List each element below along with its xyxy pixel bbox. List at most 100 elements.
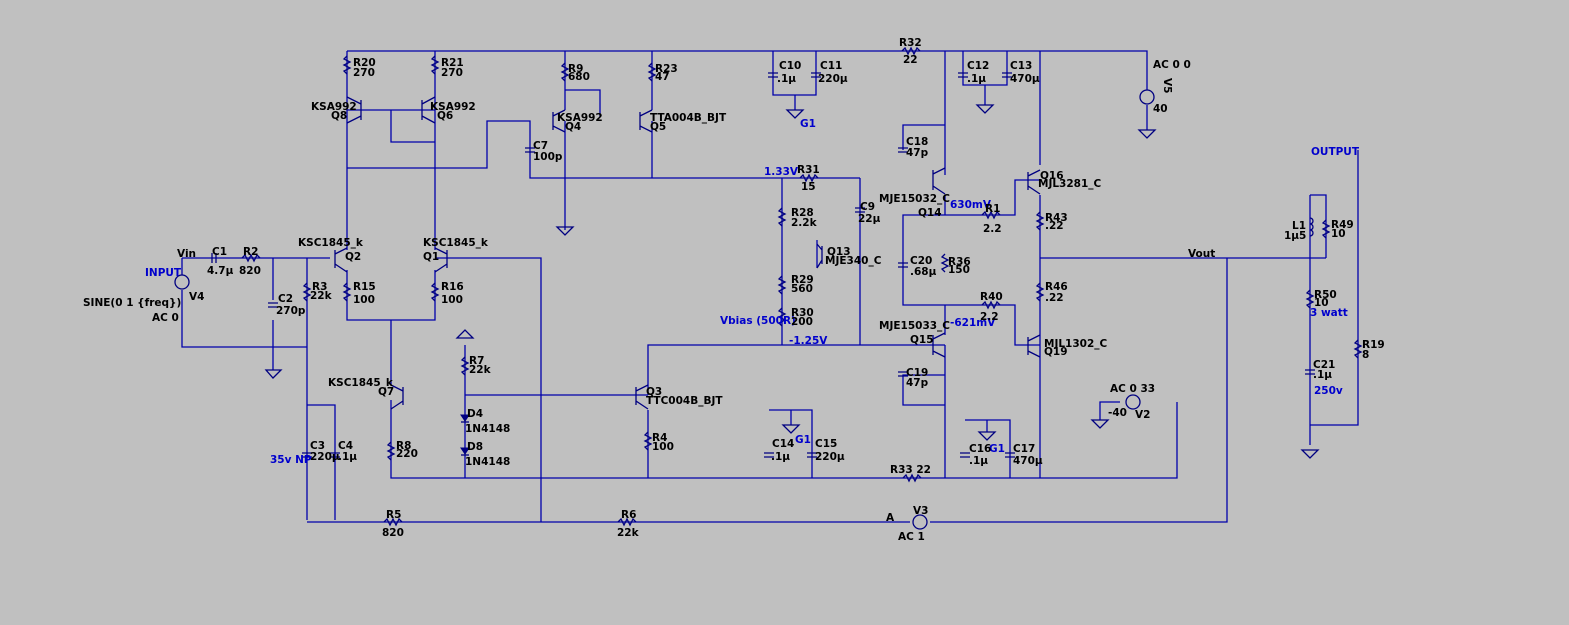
r7-label: R7 xyxy=(469,355,484,367)
resistor-icon xyxy=(342,55,352,75)
resistor-icon xyxy=(902,473,922,483)
r29-value: 560 xyxy=(791,283,813,295)
net-label-a: A xyxy=(886,512,895,524)
r20-label: R20 xyxy=(353,57,376,69)
voltage-readout-1-33v: 1.33V xyxy=(764,166,799,178)
r5-label: R5 xyxy=(386,509,401,521)
source-symbols xyxy=(174,89,1155,530)
resistor-icon xyxy=(1353,339,1363,359)
net-label-vbias: Vbias (500R) xyxy=(720,315,796,327)
net-label-output: OUTPUT xyxy=(1311,146,1360,158)
r31-label: R31 xyxy=(797,164,820,176)
c18-label: C18 xyxy=(906,136,928,148)
q19-model: MJL1302_C xyxy=(1044,338,1108,350)
ground-icon xyxy=(1090,419,1110,429)
resistor-icon xyxy=(643,431,653,451)
q1-model: KSC1845_k xyxy=(423,237,489,249)
r50-value: 10 xyxy=(1314,297,1329,309)
r1-label: R1 xyxy=(985,203,1000,215)
capacitor-icon xyxy=(898,147,908,153)
c4-value: .1µ xyxy=(338,451,357,463)
q16-model: MJL3281_C xyxy=(1038,178,1102,190)
c21-value: .1µ xyxy=(1313,369,1332,381)
q13-model: MJE340_C xyxy=(825,255,882,267)
d8-model: 1N4148 xyxy=(465,456,510,468)
r46-label: R46 xyxy=(1045,281,1068,293)
r4-value: 100 xyxy=(652,441,674,453)
capacitor-icon xyxy=(1305,369,1315,375)
capacitor-icon xyxy=(525,147,535,153)
r36-value: 150 xyxy=(948,264,970,276)
resistor-icon xyxy=(777,275,787,295)
resistor-icon xyxy=(460,356,470,376)
d4-model: 1N4148 xyxy=(465,423,510,435)
r15-label: R15 xyxy=(353,281,376,293)
r3-value: 22k xyxy=(310,290,333,302)
note-3-watt: 3 watt xyxy=(1310,307,1348,319)
voltage-readout-630mv: 630mV xyxy=(950,199,992,211)
npn-transistor-icon xyxy=(932,167,946,195)
capacitor-icon xyxy=(898,262,908,268)
net-label-g1-bottom: G1 xyxy=(795,434,811,446)
v4-value: SINE(0 1 {freq}) xyxy=(83,297,181,309)
r28-value: 2.2k xyxy=(791,217,818,229)
resistor-icon xyxy=(647,62,657,82)
v2-label: V2 xyxy=(1135,409,1150,421)
ground-icon xyxy=(455,329,475,339)
r8-label: R8 xyxy=(396,440,411,452)
c11-label: C11 xyxy=(820,60,842,72)
r2-label: R2 xyxy=(243,246,258,258)
v2-ac: AC 0 33 xyxy=(1110,383,1155,395)
ground-icon xyxy=(785,109,805,119)
r21-label: R21 xyxy=(441,57,464,69)
q14-label: Q14 xyxy=(918,207,942,219)
npn-transistor-icon xyxy=(639,109,653,133)
c2-value: 270p xyxy=(276,305,306,317)
capacitor-icon xyxy=(958,72,968,78)
q7-label: Q7 xyxy=(378,386,394,398)
npn-transistor-icon xyxy=(816,243,823,269)
diode-icon xyxy=(460,447,470,455)
c13-value: 470µ xyxy=(1010,73,1040,85)
c17-label: C17 xyxy=(1013,443,1035,455)
q1-label: Q1 xyxy=(423,251,439,263)
c3-label: C3 xyxy=(310,440,325,452)
capacitor-icon xyxy=(211,253,217,263)
ground-symbols xyxy=(264,104,1320,459)
d8-label: D8 xyxy=(467,441,483,453)
q13-label: Q13 xyxy=(827,246,851,258)
v3-ac: AC 1 xyxy=(898,531,925,543)
net-label-vin: Vin xyxy=(177,248,196,260)
c14-value: .1µ xyxy=(771,451,790,463)
resistor-icon xyxy=(241,253,261,263)
q6-model: KSA992 xyxy=(430,101,476,113)
c13-label: C13 xyxy=(1010,60,1032,72)
c17-value: 470µ xyxy=(1013,455,1043,467)
v3-label: V3 xyxy=(913,505,928,517)
npn-transistor-icon xyxy=(635,384,649,410)
diode-symbols xyxy=(460,414,470,456)
pnp-transistor-icon xyxy=(1027,334,1041,358)
c2-label: C2 xyxy=(278,293,293,305)
resistor-icon xyxy=(617,517,637,527)
resistor-icon xyxy=(560,62,570,82)
capacitor-icon xyxy=(960,452,970,458)
r50-label: R50 xyxy=(1314,289,1337,301)
ground-icon xyxy=(1300,449,1320,459)
component-labels: C1 4.7µ R2 820 C2 270p R3 22k R20 270 R2… xyxy=(207,37,1385,539)
resistor-symbols xyxy=(241,46,1363,527)
r9-value: 680 xyxy=(568,71,590,83)
voltage-readout-neg621mv: -621mV xyxy=(950,317,996,329)
voltage-source-icon xyxy=(174,274,190,290)
r31-value: 15 xyxy=(801,181,816,193)
q3-model: TTC004B_BJT xyxy=(646,395,723,407)
q15-model: MJE15033_C xyxy=(879,320,950,332)
r43-label: R43 xyxy=(1045,212,1068,224)
c12-value: .1µ xyxy=(967,73,986,85)
c20-value: .68µ xyxy=(910,266,937,278)
net-label-input: INPUT xyxy=(145,267,182,279)
r29-label: R29 xyxy=(791,274,814,286)
resistor-icon xyxy=(430,55,440,75)
q16-label: Q16 xyxy=(1040,170,1064,182)
ground-icon xyxy=(264,369,283,379)
